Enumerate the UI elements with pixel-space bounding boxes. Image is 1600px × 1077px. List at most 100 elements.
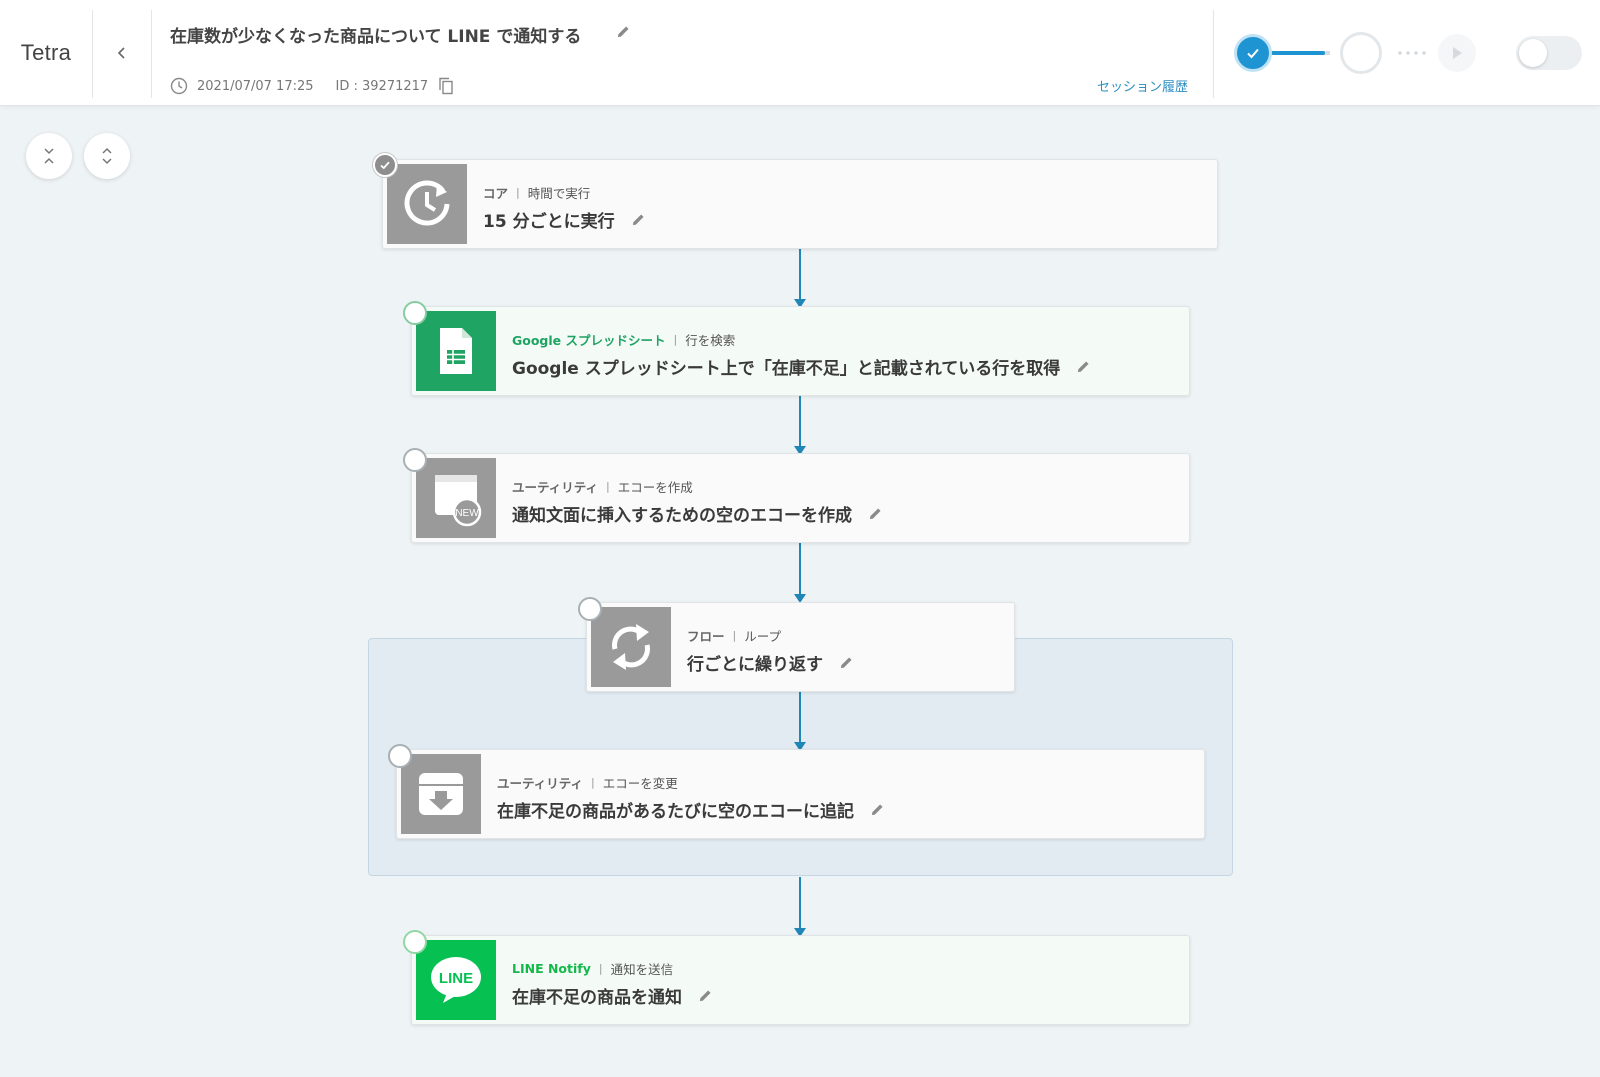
step-status-pending bbox=[578, 597, 602, 621]
flow-connector bbox=[794, 692, 806, 751]
service-name: フロー bbox=[687, 629, 725, 644]
action-name: 通知を送信 bbox=[610, 962, 674, 977]
collapse-all-button[interactable] bbox=[26, 133, 72, 179]
service-name: ユーティリティ bbox=[497, 776, 584, 791]
edit-step-button[interactable] bbox=[870, 802, 885, 817]
edit-step-button[interactable] bbox=[631, 212, 646, 227]
step-label-row: コア | 時間で実行 bbox=[483, 183, 590, 202]
step-title-row: Google スプレッドシート上で「在庫不足」と記載されている行を取得 bbox=[512, 354, 1091, 379]
step-status-pending bbox=[388, 744, 412, 768]
flow-step-card[interactable]: Google スプレッドシート | 行を検索 Google スプレッドシート上で… bbox=[411, 306, 1190, 396]
label-separator: | bbox=[673, 333, 678, 346]
step-title: Google スプレッドシート上で「在庫不足」と記載されている行を取得 bbox=[512, 359, 1061, 379]
header-divider bbox=[151, 10, 152, 98]
label-separator: | bbox=[732, 629, 737, 642]
brand-logo[interactable]: Tetra bbox=[20, 40, 72, 65]
step-title-row: 15 分ごとに実行 bbox=[483, 207, 646, 232]
step-status-pending bbox=[403, 930, 427, 954]
step-title-row: 通知文面に挿入するための空のエコーを作成 bbox=[512, 501, 883, 526]
workflow-status-controls bbox=[1214, 0, 1600, 106]
flow-step-card[interactable]: ユーティリティ | エコーを変更 在庫不足の商品があるたびに空のエコーに追記 bbox=[396, 749, 1205, 839]
service-name: LINE Notify bbox=[512, 961, 591, 976]
line-icon: LINE bbox=[416, 940, 496, 1020]
step-title-row: 在庫不足の商品を通知 bbox=[512, 983, 713, 1008]
top-header: Tetra 在庫数が少なくなった商品について LINE で通知する 2021/0… bbox=[0, 0, 1600, 106]
pencil-icon bbox=[840, 657, 852, 669]
action-name: ループ bbox=[744, 629, 781, 644]
workflow-meta: 2021/07/07 17:25 ID : 39271217 bbox=[170, 76, 454, 96]
step-title: 15 分ごとに実行 bbox=[483, 212, 615, 232]
step-label-row: フロー | ループ bbox=[687, 626, 781, 645]
edit-title-button[interactable] bbox=[616, 24, 631, 43]
workflow-title: 在庫数が少なくなった商品について LINE で通知する bbox=[170, 27, 582, 47]
step-complete-indicator[interactable] bbox=[1234, 34, 1272, 72]
pencil-icon bbox=[1078, 361, 1089, 373]
step-label-row: ユーティリティ | エコーを変更 bbox=[497, 773, 678, 792]
check-icon bbox=[380, 161, 390, 170]
run-button[interactable] bbox=[1438, 34, 1476, 72]
action-name: エコーを変更 bbox=[602, 776, 678, 791]
step-title: 行ごとに繰り返す bbox=[687, 655, 823, 675]
step-label-row: LINE Notify | 通知を送信 bbox=[512, 959, 673, 978]
toggle-knob bbox=[1519, 39, 1547, 67]
edit-step-button[interactable] bbox=[868, 506, 883, 521]
flow-connector bbox=[794, 877, 806, 937]
flow-connector bbox=[794, 249, 806, 308]
flow-step-card[interactable]: フロー | ループ 行ごとに繰り返す bbox=[586, 602, 1015, 692]
edit-step-button[interactable] bbox=[698, 988, 713, 1003]
expand-all-button[interactable] bbox=[84, 133, 130, 179]
archive-download-icon bbox=[401, 754, 481, 834]
pencil-icon bbox=[871, 804, 883, 816]
action-name: エコーを作成 bbox=[617, 480, 693, 495]
header-divider bbox=[1213, 10, 1214, 98]
service-name: ユーティリティ bbox=[512, 480, 599, 495]
step-title: 通知文面に挿入するための空のエコーを作成 bbox=[512, 506, 852, 526]
play-icon bbox=[1453, 47, 1462, 59]
progress-line bbox=[1271, 51, 1325, 55]
chevron-left-icon bbox=[117, 47, 125, 59]
service-name: Google スプレッドシート bbox=[512, 333, 666, 348]
action-name: 時間で実行 bbox=[527, 186, 591, 201]
step-label-row: ユーティリティ | エコーを作成 bbox=[512, 477, 693, 496]
edit-step-button[interactable] bbox=[839, 655, 854, 670]
step-status-pending bbox=[403, 448, 427, 472]
header-divider bbox=[92, 10, 93, 98]
step-title: 在庫不足の商品を通知 bbox=[512, 988, 682, 1008]
flow-step-card[interactable]: LINE LINE Notify | 通知を送信 在庫不足の商品を通知 bbox=[411, 935, 1190, 1025]
step-label-row: Google スプレッドシート | 行を検索 bbox=[512, 330, 735, 349]
expand-chevrons-icon bbox=[102, 147, 112, 165]
edit-step-button[interactable] bbox=[1076, 359, 1091, 374]
back-button[interactable] bbox=[93, 0, 151, 106]
label-separator: | bbox=[606, 480, 610, 493]
flow-step-card[interactable]: NEW ユーティリティ | エコーを作成 通知文面に挿入するための空のエコーを作… bbox=[411, 453, 1190, 543]
service-name: コア bbox=[483, 186, 509, 201]
google-sheets-icon bbox=[416, 311, 496, 391]
flow-connector bbox=[794, 543, 806, 603]
check-icon bbox=[1247, 48, 1259, 59]
new-echo-icon: NEW bbox=[416, 458, 496, 538]
loop-icon bbox=[591, 607, 671, 687]
pencil-icon bbox=[699, 990, 711, 1002]
flow-step-card[interactable]: コア | 時間で実行 15 分ごとに実行 bbox=[382, 159, 1218, 249]
step-status-done bbox=[373, 153, 397, 177]
new-badge-text: NEW bbox=[455, 508, 479, 519]
label-separator: | bbox=[516, 186, 520, 199]
collapse-chevrons-icon bbox=[44, 148, 54, 164]
step-next-indicator[interactable] bbox=[1340, 32, 1382, 74]
session-history-link[interactable]: セッション履歴 bbox=[1097, 80, 1189, 95]
updated-date: 2021/07/07 17:25 bbox=[197, 78, 314, 94]
workflow-id: ID : 39271217 bbox=[335, 78, 429, 94]
clock-icon bbox=[170, 77, 188, 95]
flow-connector bbox=[794, 396, 806, 455]
action-name: 行を検索 bbox=[685, 333, 736, 348]
pencil-icon bbox=[632, 214, 644, 226]
copy-id-button[interactable] bbox=[438, 77, 454, 95]
label-separator: | bbox=[598, 962, 603, 975]
progress-dots bbox=[1396, 51, 1430, 55]
workflow-enable-toggle[interactable] bbox=[1516, 36, 1582, 70]
step-title-row: 在庫不足の商品があるたびに空のエコーに追記 bbox=[497, 797, 885, 822]
pencil-icon bbox=[617, 26, 629, 38]
label-separator: | bbox=[591, 776, 595, 789]
line-logo-text: LINE bbox=[439, 970, 473, 987]
step-title-row: 行ごとに繰り返す bbox=[687, 650, 854, 675]
